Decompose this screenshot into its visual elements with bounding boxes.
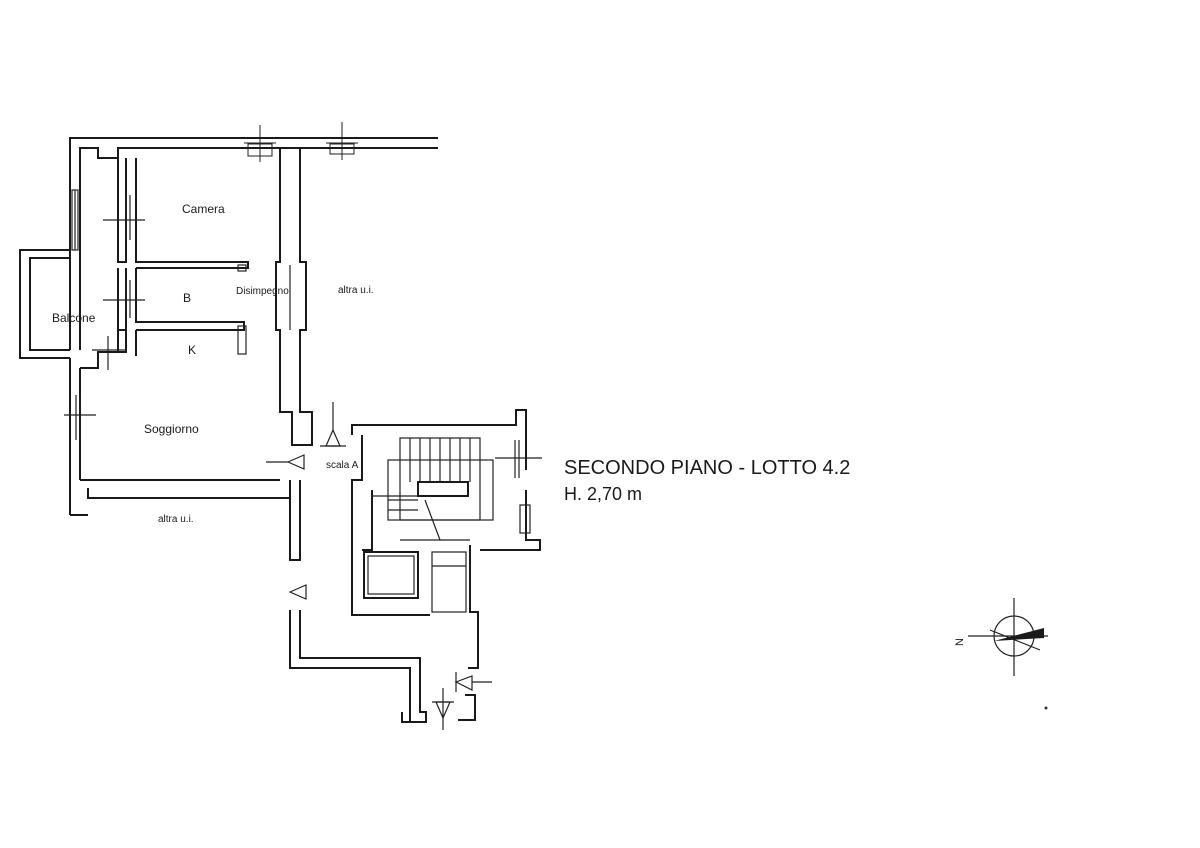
room-label-altra-ui-right: altra u.i. [338, 285, 374, 296]
room-label-scala: scala A [326, 460, 359, 471]
room-label-disimpegno: Disimpegno [236, 286, 289, 297]
bagno-walls [103, 264, 247, 355]
top-wall [69, 122, 438, 350]
room-label-balcone: Balcone [52, 311, 96, 325]
apartment-bottom-wall [70, 479, 290, 516]
disimpegno-walls [275, 148, 313, 446]
room-label-altra-ui-bottom: altra u.i. [158, 514, 194, 525]
camera-room-walls [103, 158, 249, 269]
balcony-window [71, 189, 79, 251]
north-arrow-letter: N [954, 638, 966, 646]
stair-treads [388, 438, 471, 511]
floor-height: H. 2,70 m [564, 484, 642, 504]
stairwell [351, 409, 542, 669]
balcone-outline [19, 249, 70, 359]
room-label-cucina: K [188, 343, 196, 357]
section-markers [266, 402, 492, 730]
room-label-camera: Camera [182, 202, 225, 216]
room-label-soggiorno: Soggiorno [144, 422, 199, 436]
stray-dot [1044, 706, 1048, 710]
stair-hall-walls [289, 480, 476, 723]
north-arrow-icon [968, 598, 1048, 676]
kitchen-living-walls [64, 330, 137, 515]
floor-title: SECONDO PIANO - LOTTO 4.2 [564, 457, 850, 479]
room-label-bagno: B [183, 291, 191, 305]
